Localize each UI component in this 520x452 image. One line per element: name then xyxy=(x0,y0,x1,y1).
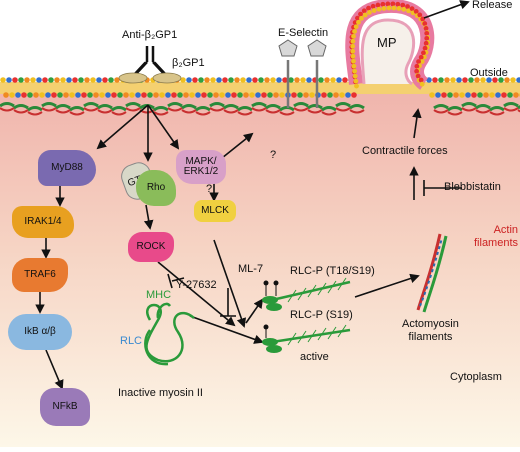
mhc-label: MHC xyxy=(146,289,172,301)
e-selectin-label: E-Selectin xyxy=(278,27,329,39)
mapk-node: MAPK/ ERK1/2 xyxy=(176,150,226,184)
active-label: active xyxy=(300,351,329,363)
arrow-to-t18s19 xyxy=(245,298,264,324)
question-mark-eselectin: ? xyxy=(270,149,277,161)
rlc-p-t18s19-label: RLC-P (T18/S19) xyxy=(290,265,375,277)
nfkb-node: NFkB xyxy=(40,388,90,426)
arrow-ikb-nfkb xyxy=(45,349,64,390)
blebbistatin-label: Blebbistatin xyxy=(444,181,501,193)
mp-label: MP xyxy=(377,35,397,50)
mlck-node: MLCK xyxy=(194,200,236,222)
contractile-forces-label: Contractile forces xyxy=(362,145,448,157)
arrow-to-actomyosin xyxy=(354,273,420,298)
arrow-to-myd88 xyxy=(96,104,149,150)
cytoplasm-label: Cytoplasm xyxy=(450,371,502,383)
actomyosin-filament xyxy=(416,233,448,313)
myosin-rlc-p-t18s19 xyxy=(262,277,351,311)
y27632-label: Y-27632 xyxy=(176,279,217,291)
y27632-inhibit xyxy=(167,273,185,289)
microparticle-bleb xyxy=(345,0,435,90)
arrow-to-mapk xyxy=(147,104,180,150)
inactive-myosin-ii xyxy=(144,302,195,366)
rho-node: Rho xyxy=(136,170,176,206)
arrow-myosin-active xyxy=(189,315,264,344)
myd88-node: MyD88 xyxy=(38,150,96,186)
arrows xyxy=(35,0,470,390)
traf6-node: TRAF6 xyxy=(12,258,68,292)
blebbistatin-inhibit xyxy=(423,180,462,196)
arrow-rock-merge xyxy=(157,261,236,327)
arrow-mapk-eselectin xyxy=(221,132,254,159)
b2gp1-label: β₂GP1 xyxy=(172,57,205,69)
arrow-contractile-bleb xyxy=(412,108,422,139)
rlc-label: RLC xyxy=(120,335,143,347)
inhibitor-marks xyxy=(167,180,462,317)
arrow-release xyxy=(423,0,470,19)
rock-node: ROCK xyxy=(128,232,174,262)
ml7-label: ML-7 xyxy=(238,263,264,275)
e-selectin-receptors xyxy=(278,39,327,108)
anti-b2gp1-antibody xyxy=(131,46,169,77)
irak-node: IRAK1/4 xyxy=(12,206,74,238)
inactive-myosin-label: Inactive myosin II xyxy=(118,387,203,399)
question-mark-mlck: ? xyxy=(206,183,213,195)
ikb-node: IkB α/β xyxy=(8,314,72,350)
b2gp1-protein xyxy=(118,72,182,84)
myosin-rlc-p-s19 xyxy=(262,324,351,353)
release-label: Release xyxy=(472,0,513,11)
plasma-membrane xyxy=(0,77,520,98)
arrow-mlck-merge xyxy=(213,239,247,328)
arrow-rho-rock xyxy=(143,204,154,230)
actomyosin-label: Actomyosin filaments xyxy=(402,318,459,343)
outside-label: Outside xyxy=(470,67,508,79)
rlc-p-s19-label: RLC-P (S19) xyxy=(290,309,353,321)
ml7-inhibit xyxy=(220,288,236,317)
actin-filaments-label: Actin filaments xyxy=(474,224,519,249)
cytoplasm-background xyxy=(0,88,520,447)
anti-b2gp1-label: Anti-β₂GP1 xyxy=(122,29,178,41)
